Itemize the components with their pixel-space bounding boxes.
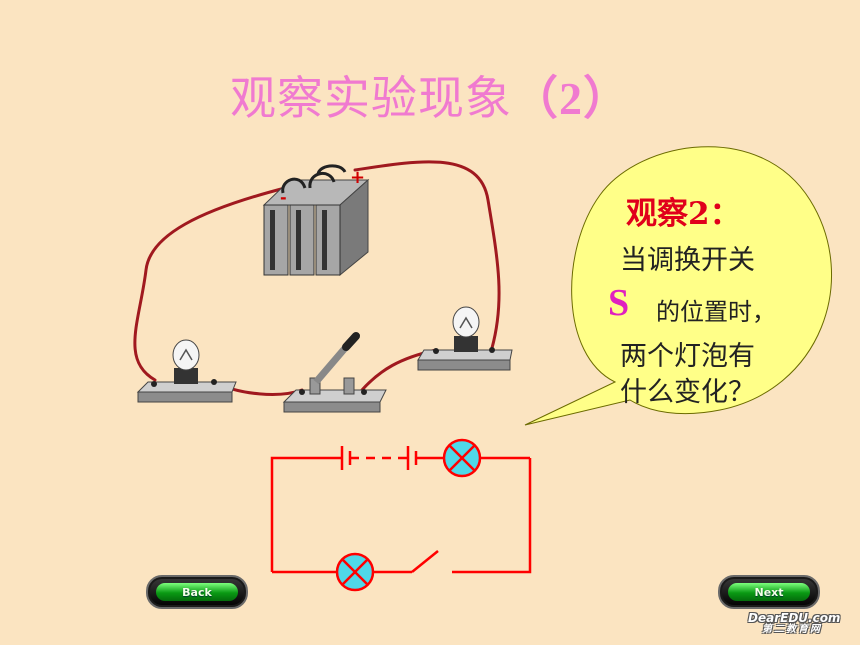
- wire-right: [353, 160, 501, 350]
- circuit-right-wire: [452, 458, 532, 574]
- lamp-symbol-top: [442, 438, 482, 478]
- page-title: 观察实验现象（2）: [0, 62, 860, 128]
- circuit-diagram: [270, 446, 532, 574]
- question-line-4: 什么变化？: [620, 377, 755, 408]
- next-button[interactable]: Next: [718, 575, 820, 609]
- battery-minus-sign: -: [280, 188, 287, 207]
- knife-switch: [282, 332, 387, 413]
- right-bulb: [417, 306, 513, 371]
- left-bulb: [136, 339, 237, 403]
- title-number: （2）: [512, 73, 630, 124]
- observation-heading: 观察2：: [626, 196, 741, 232]
- battery-pack: + -: [262, 164, 370, 277]
- logo-line-1: DearEDU.com: [748, 611, 841, 625]
- title-text: 观察实验现象: [230, 71, 512, 125]
- site-logo: DearEDU.com 第二教育网: [748, 612, 840, 636]
- question-line-2: 的位置时，: [656, 298, 776, 326]
- next-button-label: Next: [728, 583, 810, 601]
- question-line-3: 两个灯泡有: [620, 341, 755, 372]
- speech-bubble: [524, 146, 832, 426]
- logo-line-2: 第二教育网: [762, 624, 822, 635]
- switch-blade: [411, 550, 439, 573]
- wire-left: [133, 186, 287, 382]
- back-button-label: Back: [156, 583, 238, 601]
- back-button[interactable]: Back: [146, 575, 248, 609]
- circuit-top-wire-left: [270, 456, 342, 572]
- switch-s-label: S: [608, 282, 630, 324]
- battery-plus-sign: +: [350, 167, 365, 188]
- lamp-symbol-bottom: [335, 552, 375, 592]
- question-line-1: 当调换开关: [620, 245, 755, 276]
